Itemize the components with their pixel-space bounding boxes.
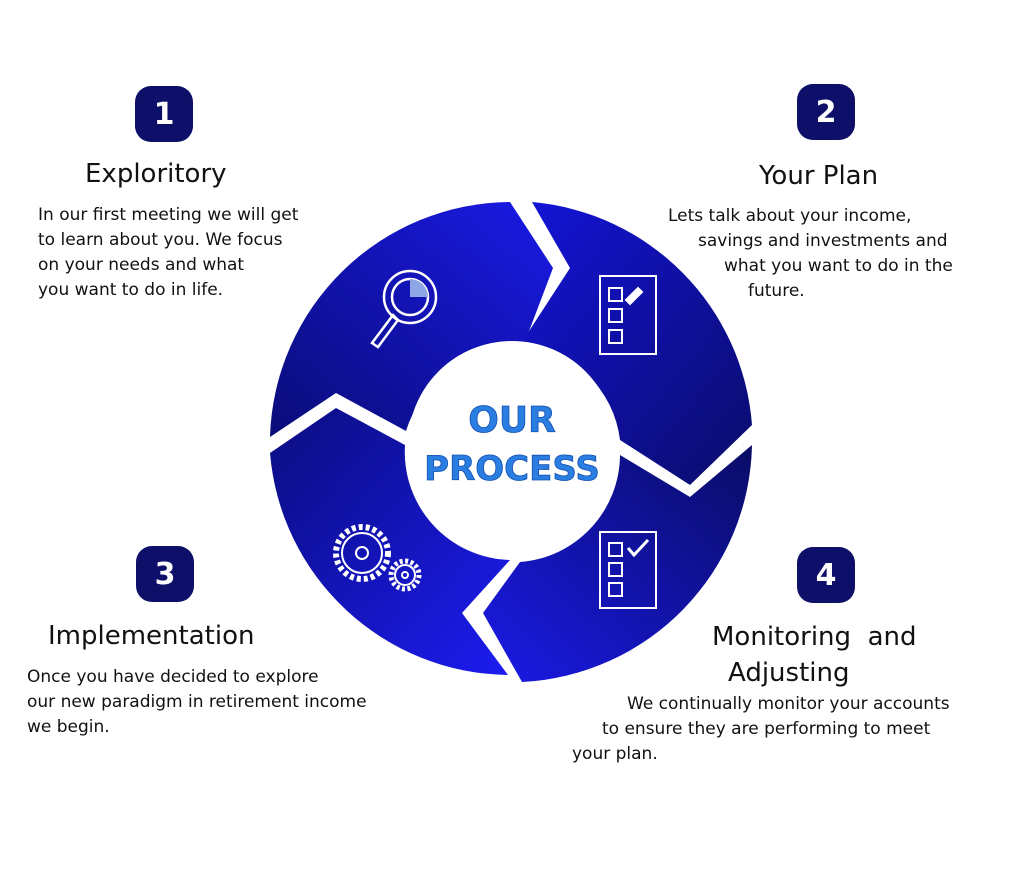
- step-1-body-line: to learn about you. We focus: [38, 230, 283, 250]
- step-2-body-line: Lets talk about your income,: [668, 206, 912, 226]
- step-4-body-line: We continually monitor your accounts: [627, 694, 950, 714]
- checklist-check-icon: [599, 531, 657, 609]
- step-4-badge: 4: [797, 547, 855, 603]
- segment-implementation: [270, 408, 510, 675]
- step-3-body-line: we begin.: [27, 717, 110, 737]
- step-1-body-line: you want to do in life.: [38, 280, 224, 300]
- step-3-title: Implementation: [48, 621, 255, 651]
- step-2-badge: 2: [797, 84, 855, 140]
- step-2-body-line: future.: [748, 281, 805, 301]
- magnifier-icon: [370, 269, 438, 349]
- step-2-body-line: savings and investments and: [698, 231, 948, 251]
- step-1-badge: 1: [135, 86, 193, 142]
- step-4-title: Monitoring and Adjusting: [712, 619, 916, 691]
- segment-your-plan: [520, 202, 752, 485]
- step-3-body: Once you have decided to explore our new…: [27, 665, 367, 740]
- step-4-body-line: your plan.: [572, 744, 658, 764]
- center-title-line1: OUR: [468, 400, 556, 441]
- center-title-line2: PROCESS: [424, 449, 600, 489]
- center-circle: [408, 341, 616, 549]
- gears-icon: [333, 524, 422, 592]
- step-1-title: Exploritory: [85, 159, 227, 189]
- step-1-body-line: In our first meeting we will get: [38, 205, 299, 225]
- step-1-body: In our first meeting we will get to lear…: [38, 203, 298, 303]
- step-2-title: Your Plan: [759, 161, 879, 191]
- step-2-body: Lets talk about your income, savings and…: [668, 204, 988, 304]
- step-4-title-line: Adjusting: [728, 658, 850, 688]
- step-4-title-line: Monitoring and: [712, 622, 917, 652]
- segment-exploritory: [270, 202, 553, 437]
- step-3-badge: 3: [136, 546, 194, 602]
- step-3-body-line: our new paradigm in retirement income: [27, 692, 367, 712]
- checklist-pencil-icon: [599, 275, 657, 355]
- step-4-body: We continually monitor your accounts to …: [572, 692, 950, 767]
- step-4-body-line: to ensure they are performing to meet: [602, 719, 931, 739]
- step-2-body-line: what you want to do in the: [724, 256, 953, 276]
- step-1-body-line: on your needs and what: [38, 255, 245, 275]
- step-3-body-line: Once you have decided to explore: [27, 667, 319, 687]
